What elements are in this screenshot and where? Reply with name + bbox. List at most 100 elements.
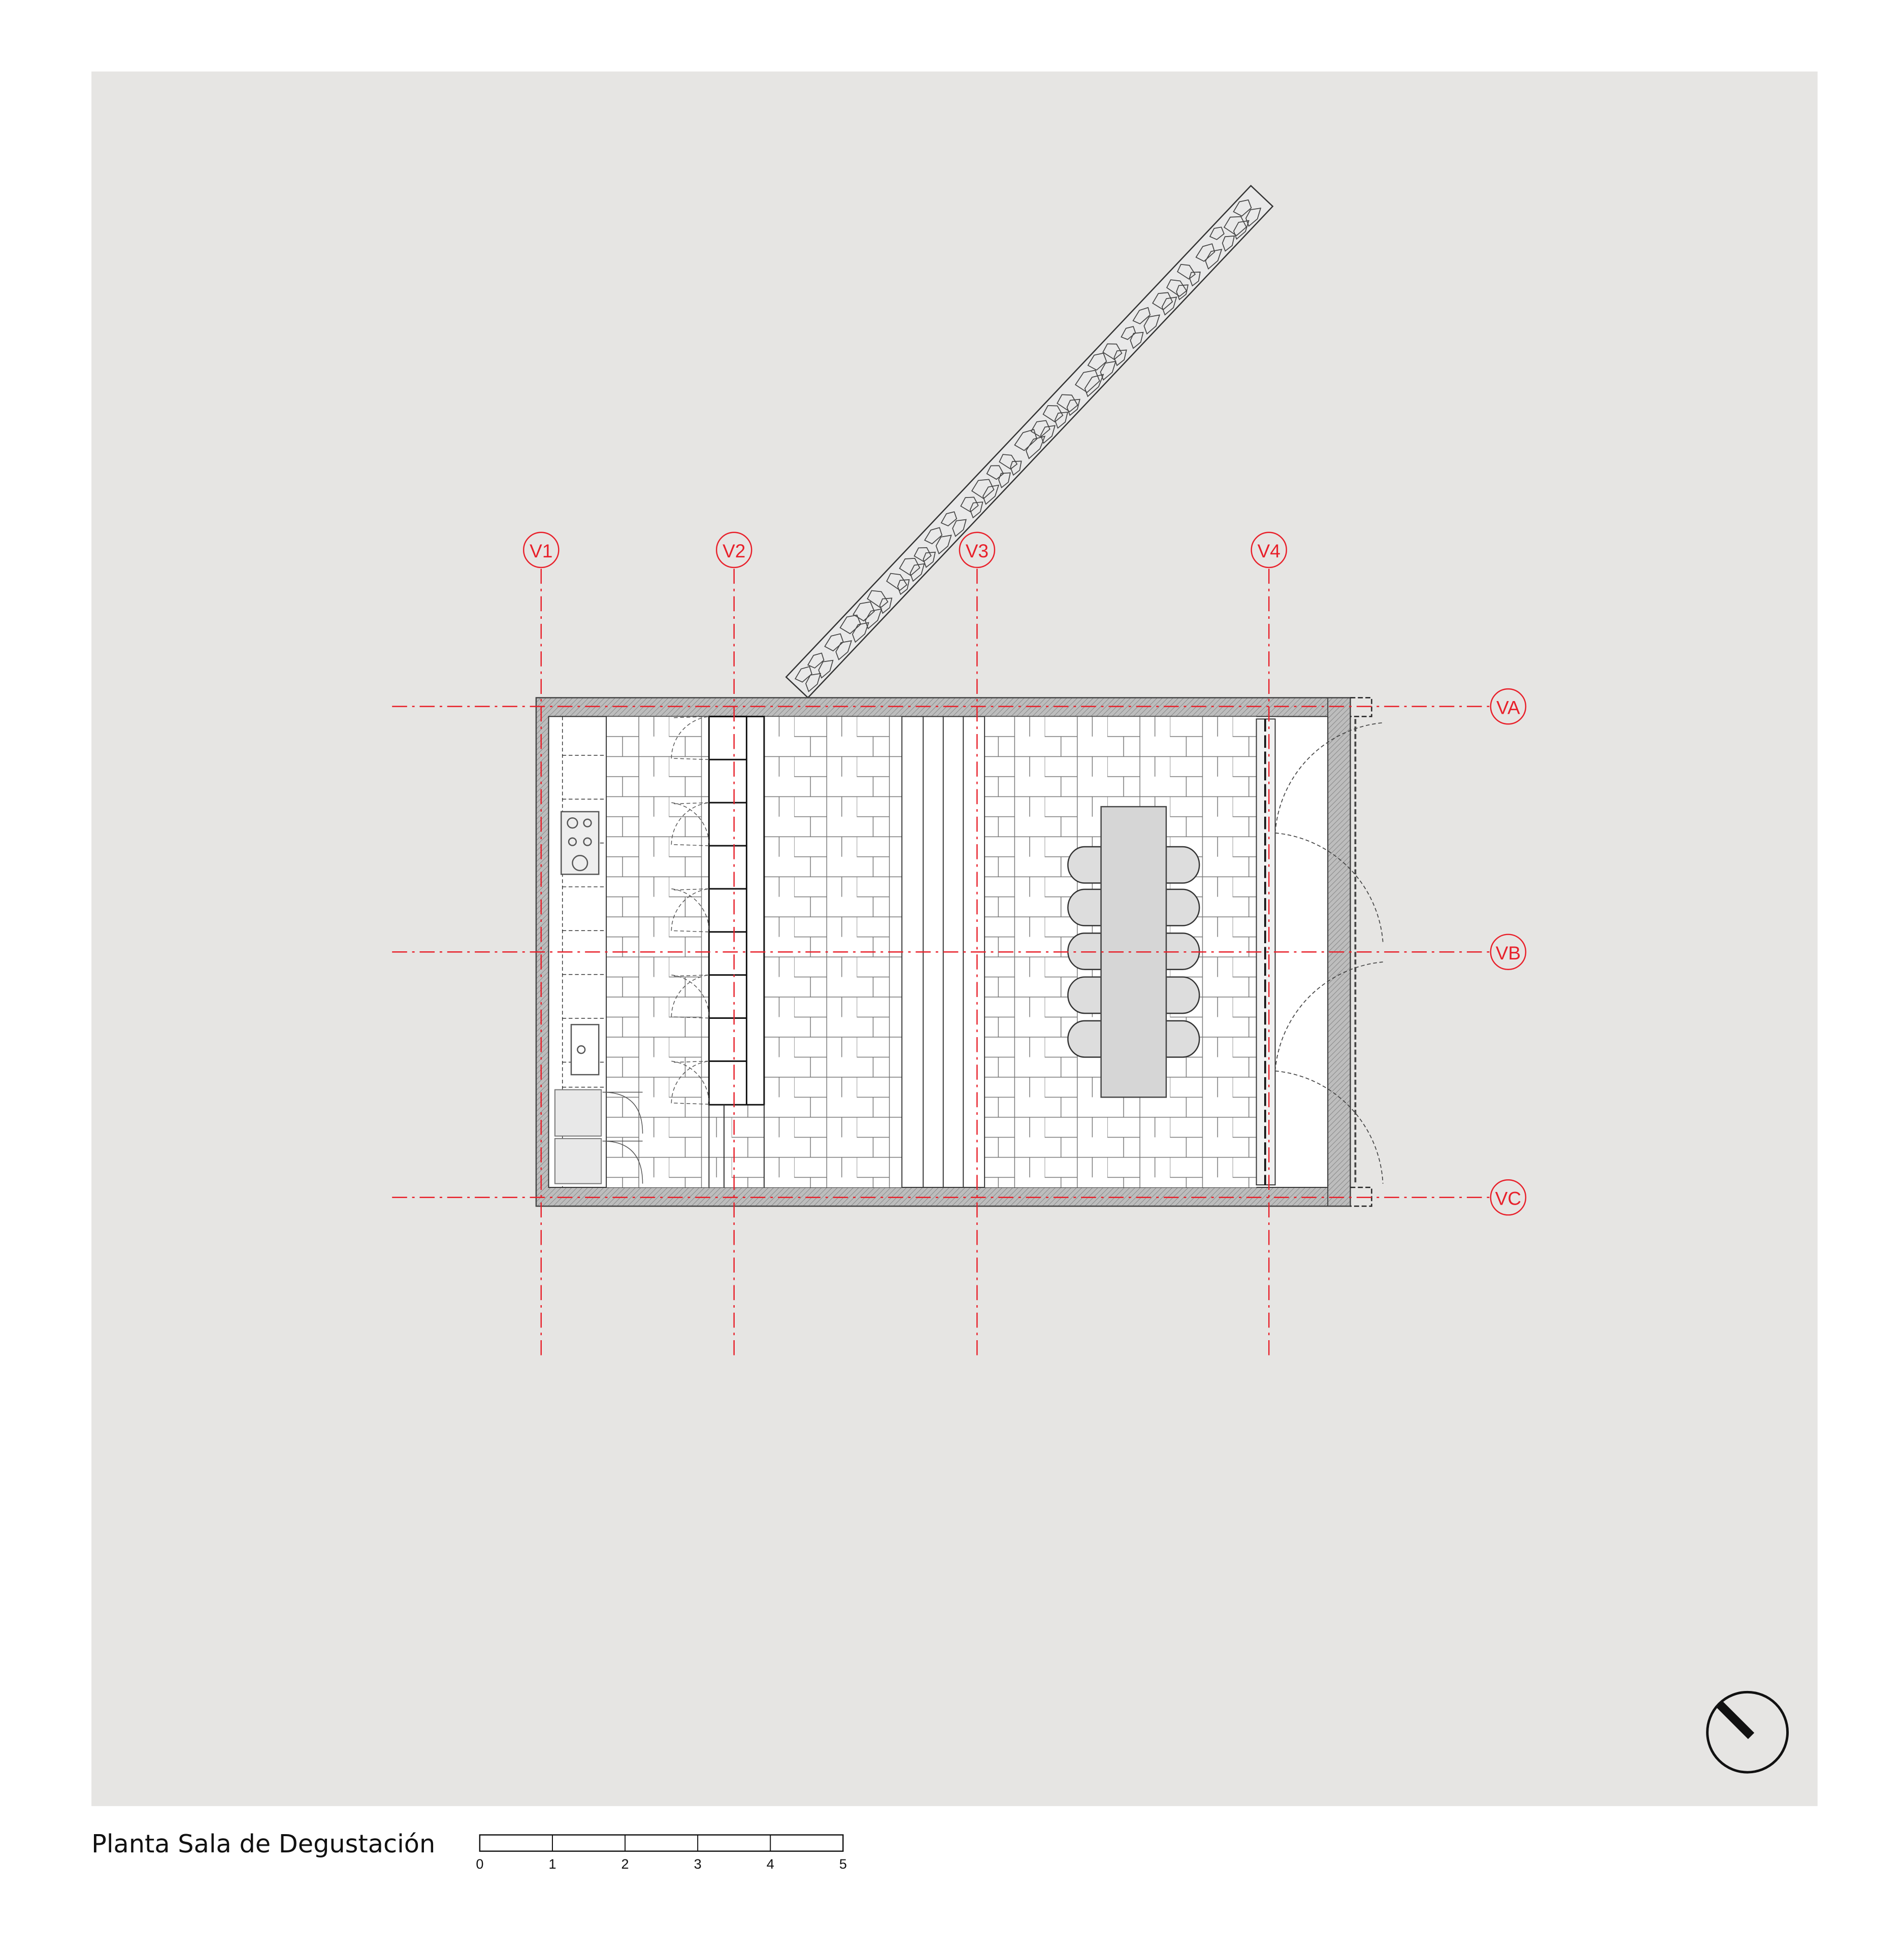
stone xyxy=(969,501,983,519)
cabinet-door-swing xyxy=(671,974,709,1019)
stone xyxy=(1040,425,1056,444)
grid-bubble-vb: VB xyxy=(1490,934,1527,970)
grid-label: V3 xyxy=(966,541,989,561)
cabinet-door-swing xyxy=(671,888,710,932)
stone xyxy=(999,454,1018,470)
chair xyxy=(1067,846,1102,884)
stone xyxy=(899,557,921,576)
stone xyxy=(1233,220,1250,240)
grid-bubble-v3: V3 xyxy=(959,532,996,569)
stone xyxy=(807,652,825,669)
drawing-title: Planta Sala de Degustación xyxy=(91,1829,435,1858)
stone xyxy=(1209,226,1225,240)
grid-labels: V1 V2 V3 V4 VA VB VC xyxy=(523,532,1527,1216)
scale-label: 1 xyxy=(548,1856,556,1872)
north-arrow-icon xyxy=(1706,1690,1789,1774)
scale-label: 3 xyxy=(694,1856,702,1872)
stone xyxy=(909,563,925,582)
stone xyxy=(1132,307,1151,324)
chair xyxy=(1165,888,1200,926)
stone xyxy=(1205,249,1223,270)
cabinet-door-swing xyxy=(671,716,709,760)
grid-label: VC xyxy=(1495,1188,1521,1209)
stone xyxy=(1102,343,1123,360)
grid-label: V4 xyxy=(1258,541,1281,561)
scale-label: 4 xyxy=(767,1856,774,1872)
stone xyxy=(952,519,967,537)
scale-label: 5 xyxy=(839,1856,847,1872)
grid-label: V2 xyxy=(723,541,745,561)
stone xyxy=(924,527,943,545)
stone xyxy=(824,633,844,652)
stone xyxy=(982,484,1000,505)
stone xyxy=(1222,235,1235,252)
stone xyxy=(865,608,882,629)
cabinet-door-swing xyxy=(671,802,709,846)
stone-wall xyxy=(785,185,1274,699)
stone xyxy=(1030,420,1051,438)
stone xyxy=(1025,436,1046,459)
stone xyxy=(1245,207,1262,227)
chair xyxy=(1165,976,1200,1014)
scale-label: 0 xyxy=(476,1856,483,1872)
stone xyxy=(1176,284,1189,301)
stone xyxy=(935,535,952,555)
stone xyxy=(986,465,1004,480)
stone xyxy=(835,640,852,660)
stone xyxy=(1100,360,1117,381)
grid-bubble-v1: V1 xyxy=(523,532,560,569)
stone xyxy=(1066,399,1080,416)
grid-bubble-v4: V4 xyxy=(1251,532,1287,569)
stone xyxy=(1143,314,1161,335)
stone xyxy=(1113,349,1127,367)
sink-icon xyxy=(570,1024,600,1076)
grid-bubble-vc: VC xyxy=(1490,1179,1527,1216)
grid-label: VA xyxy=(1496,697,1520,718)
structural-grid xyxy=(392,569,1491,1357)
grid-label: V1 xyxy=(530,541,552,561)
grid-label: VB xyxy=(1496,943,1521,964)
cabinet-door-swing xyxy=(671,802,710,846)
stone xyxy=(960,496,979,513)
cabinet-door-swing xyxy=(671,1060,709,1105)
stone xyxy=(1010,460,1022,476)
scale-bar: 0 1 2 3 4 5 xyxy=(476,1834,847,1872)
shelving-unit xyxy=(671,715,765,1188)
stone xyxy=(923,551,936,568)
stone xyxy=(818,659,834,679)
chair xyxy=(1165,846,1200,884)
stone xyxy=(867,590,889,609)
grid-bubble-v2: V2 xyxy=(715,532,752,569)
stone xyxy=(851,622,870,643)
stone xyxy=(913,547,932,562)
stone xyxy=(1189,272,1201,287)
stone xyxy=(1195,243,1216,262)
stone xyxy=(1161,296,1177,316)
appliances xyxy=(554,1089,643,1184)
stone xyxy=(1130,331,1144,349)
cabinet-door-swing xyxy=(671,974,710,1018)
stone xyxy=(1233,199,1252,217)
stone xyxy=(1152,292,1173,311)
stone xyxy=(852,601,875,622)
cabinet-door-swing xyxy=(671,1060,710,1105)
chair xyxy=(1067,976,1102,1014)
chair xyxy=(1165,1020,1200,1058)
stone xyxy=(879,597,893,614)
stone xyxy=(971,479,995,500)
cabinet-door-swing xyxy=(671,888,709,933)
stone xyxy=(805,673,822,692)
cooktop-icon xyxy=(561,811,600,875)
stone xyxy=(1176,263,1196,280)
grid-bubble-va: VA xyxy=(1490,688,1527,725)
stone xyxy=(1054,411,1068,429)
chair xyxy=(1067,1020,1102,1058)
stone xyxy=(1042,405,1064,423)
stone xyxy=(998,472,1011,488)
stone xyxy=(1121,326,1136,340)
scale-label: 2 xyxy=(621,1856,629,1872)
stone xyxy=(1084,374,1104,397)
stone xyxy=(795,666,812,683)
stone xyxy=(940,511,958,526)
